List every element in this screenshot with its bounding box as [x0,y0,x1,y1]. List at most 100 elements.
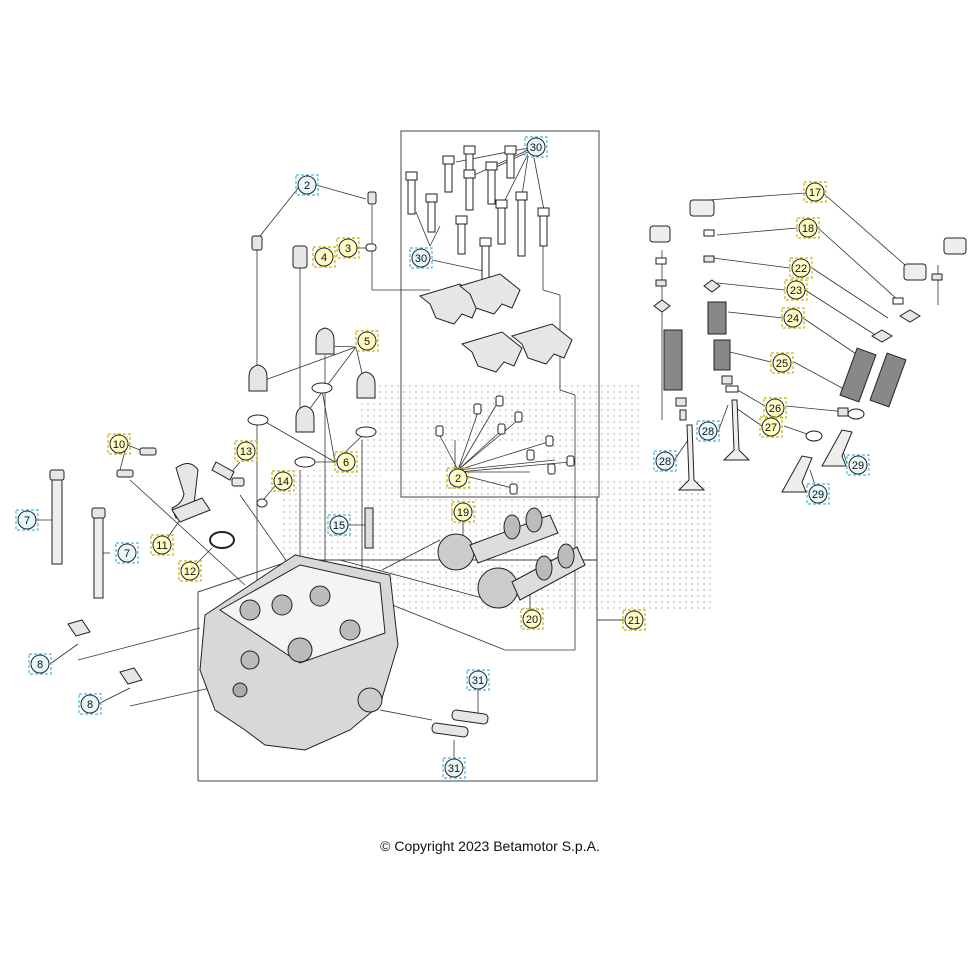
callout-29: 29 [806,483,830,505]
long-bolt [93,513,104,599]
callout-number: 26 [769,403,781,415]
callout-number: 22 [795,263,807,275]
callout-number: 6 [343,457,349,469]
temp-sensor [211,461,235,481]
callout-2: 2 [446,467,470,489]
cam-cap [460,331,523,373]
camshaft-intake [437,507,559,571]
callout-31: 31 [442,757,466,779]
callout-number: 19 [457,507,469,519]
callout-10: 10 [107,433,131,455]
callout-number: 31 [472,675,484,687]
washer [311,382,333,394]
cam-cap [510,323,573,365]
callout-number: 13 [240,446,252,458]
bolt-set [405,145,550,281]
callout-23: 23 [784,279,808,301]
callout-8: 8 [78,693,102,715]
callout-number: 20 [526,614,538,626]
valve-train-right [781,237,967,493]
callout-7: 7 [15,509,39,531]
callout-number: 7 [24,515,30,527]
callout-number: 29 [812,489,824,501]
callout-24: 24 [781,307,805,329]
guide-pin [292,245,308,269]
callout-27: 27 [759,416,783,438]
cam-cap [458,273,521,315]
callout-20: 20 [520,608,544,630]
callout-number: 2 [455,473,461,485]
dowel-pin [451,709,489,725]
callout-7: 7 [115,542,139,564]
screw [139,447,157,456]
callout-28: 28 [653,450,677,472]
callout-number: 8 [87,699,93,711]
callout-number: 23 [790,285,802,297]
callout-number: 31 [448,763,460,775]
callout-4: 4 [312,246,336,268]
callout-number: 29 [852,460,864,472]
callout-5: 5 [355,330,379,352]
callout-number: 2 [304,180,310,192]
callout-number: 15 [333,520,345,532]
washer [294,456,316,468]
clamp-block [119,667,143,685]
callout-number: 3 [345,243,351,255]
callout-number: 24 [787,313,799,325]
callout-6: 6 [334,451,358,473]
washer [247,414,269,426]
callout-2: 2 [295,174,319,196]
callout-number: 30 [530,142,542,154]
callout-number: 12 [184,566,196,578]
callout-number: 18 [802,223,814,235]
cap-nut [248,364,268,392]
callout-14: 14 [271,470,295,492]
callout-22: 22 [789,257,813,279]
callout-15: 15 [327,514,351,536]
callout-number: 14 [277,476,289,488]
o-ring [209,531,235,549]
oil-ring [365,243,377,252]
callout-number: 8 [37,659,43,671]
clamp-block [67,619,91,637]
dowel-pins [435,395,575,495]
leader-lines [34,147,939,760]
callout-13: 13 [234,440,258,462]
callout-number: 28 [659,456,671,468]
callout-number: 11 [156,540,167,552]
screw [116,469,134,478]
pipe-flange [171,497,211,523]
callout-number: 21 [628,615,640,627]
dowel-pin [367,191,377,205]
callout-number: 28 [702,426,714,438]
callout-26: 26 [763,397,787,419]
callout-29: 29 [846,454,870,476]
callout-3: 3 [336,237,360,259]
callout-number: 30 [415,253,427,265]
long-bolt-head [49,469,65,481]
dowel-pin [251,235,263,251]
cap-nut [315,327,335,355]
callout-19: 19 [451,501,475,523]
callout-number: 7 [124,548,130,560]
long-bolt-head [91,507,106,519]
callout-28: 28 [696,420,720,442]
cap-nut [356,371,376,399]
callout-8: 8 [28,653,52,675]
callout-17: 17 [803,181,827,203]
callout-number: 27 [765,422,777,434]
cap-nut [295,405,315,433]
sensor-tip [231,477,245,487]
callout-number: 17 [809,187,821,199]
callout-11: 11 [150,534,174,556]
callout-30: 30 [409,247,433,269]
callout-number: 25 [776,358,788,370]
callout-12: 12 [178,560,202,582]
callout-18: 18 [796,217,820,239]
callout-number: 10 [113,439,125,451]
parts [49,145,967,751]
washer [355,426,377,438]
callout-number: 5 [364,336,370,348]
callout-25: 25 [770,352,794,374]
